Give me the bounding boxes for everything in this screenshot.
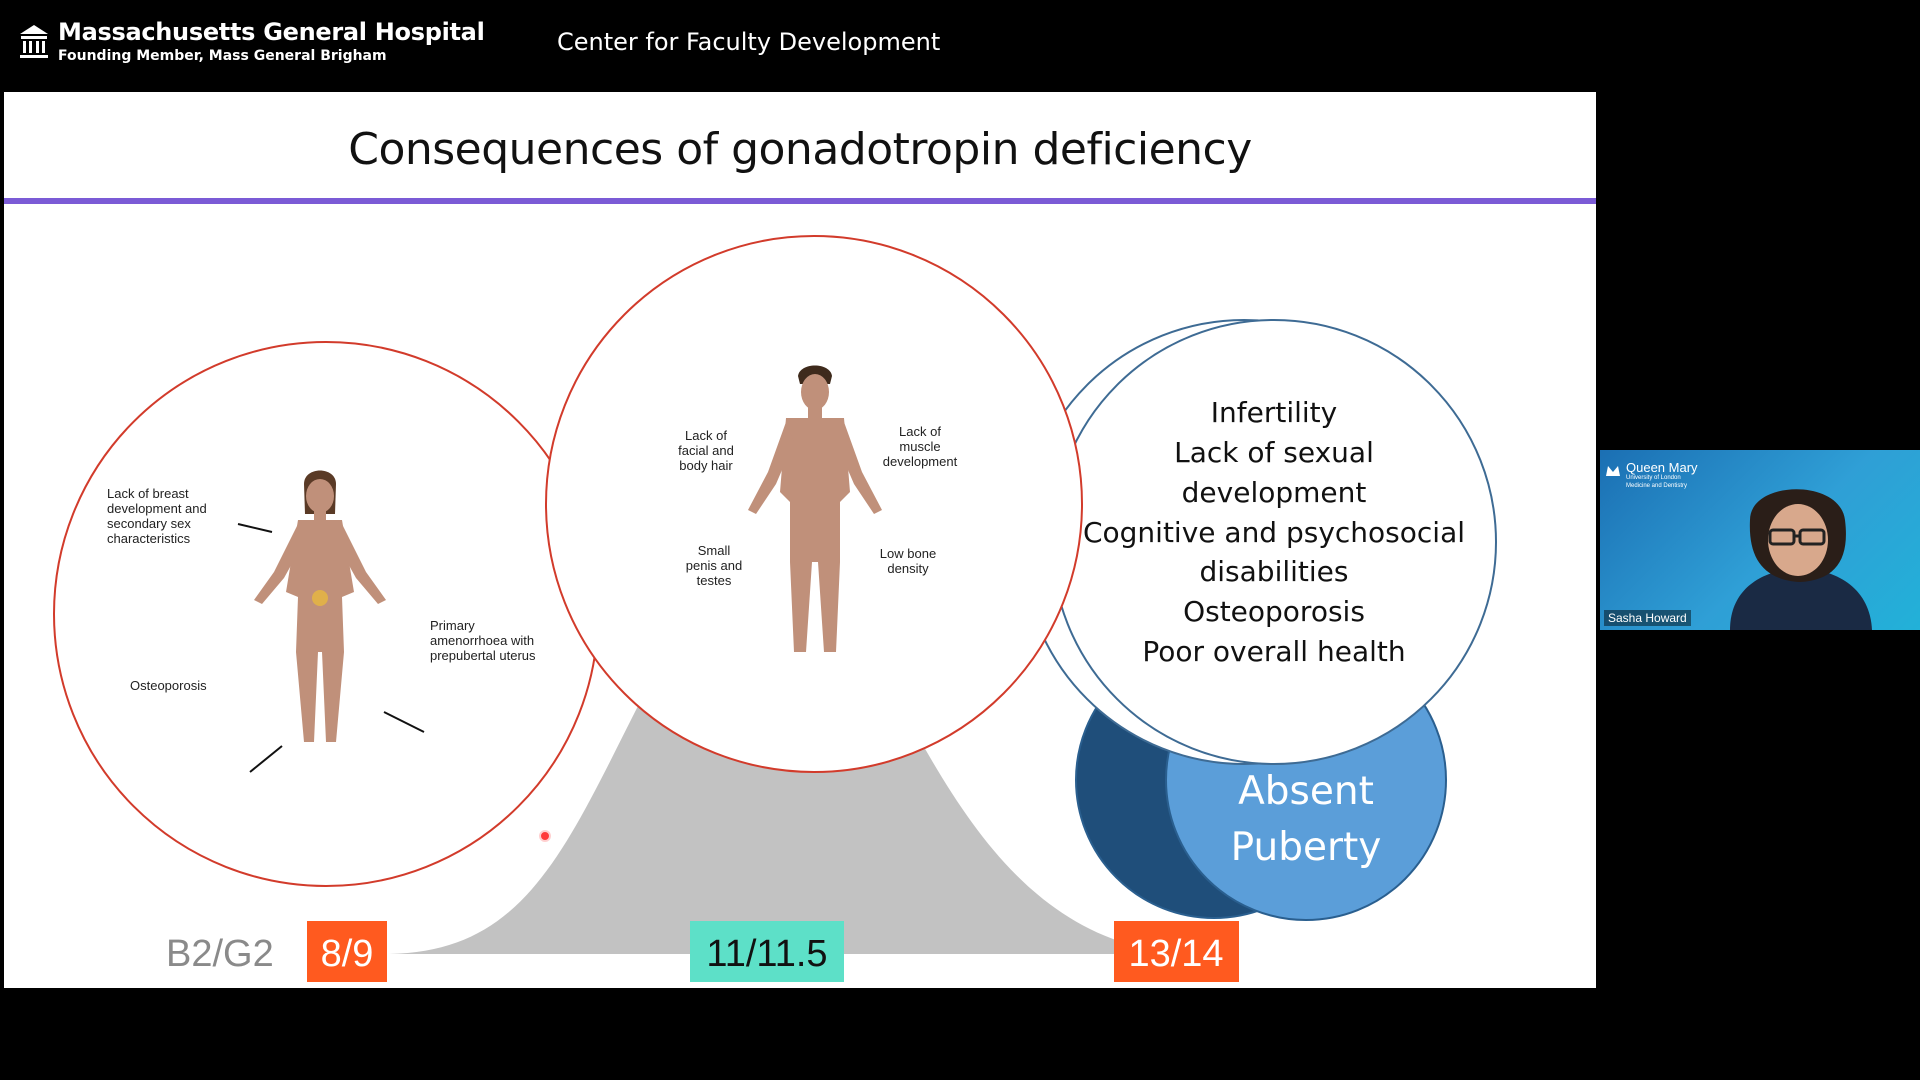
speaker-video-tile[interactable]: Queen Mary University of London Medicine… xyxy=(1600,450,1920,630)
slide-title: Consequences of gonadotropin deficiency xyxy=(348,124,1252,175)
male-label-hair-1: Lack of xyxy=(685,428,727,443)
speaker-portrait xyxy=(1606,466,1872,630)
mgh-logo-icon xyxy=(20,25,48,58)
female-label-breast-3: secondary sex xyxy=(107,516,191,531)
female-label-amenorrhoea-1: Primary xyxy=(430,618,475,633)
female-figure-icon xyxy=(254,470,386,742)
puberty-diagram: Absent Puberty Infertility Lack of sexua… xyxy=(53,235,1497,982)
male-label-bone-2: density xyxy=(887,561,929,576)
center-name: Center for Faculty Development xyxy=(557,28,941,56)
age-typical: 11/11.5 xyxy=(706,933,827,975)
absent-puberty-line-2: Puberty xyxy=(1231,825,1382,870)
consequence-6: Osteoporosis xyxy=(1183,595,1365,628)
puberty-timing-curve xyxy=(389,704,1179,954)
institution-sub-1: University of London xyxy=(1626,475,1681,481)
consequence-7: Poor overall health xyxy=(1142,635,1405,668)
female-label-amenorrhoea-3: prepubertal uterus xyxy=(430,648,536,663)
female-label-amenorrhoea-2: amenorrhoea with xyxy=(430,633,534,648)
axis-label: B2/G2 xyxy=(166,933,274,975)
absent-puberty-line-1: Absent xyxy=(1238,769,1374,814)
female-label-breast-1: Lack of breast xyxy=(107,486,189,501)
speaker-name: Sasha Howard xyxy=(1604,610,1691,626)
age-box-typical xyxy=(690,921,844,982)
male-figure-icon xyxy=(748,365,882,652)
male-label-muscle-1: Lack of xyxy=(899,424,941,439)
consequence-2: Lack of sexual xyxy=(1174,436,1374,469)
male-label-hair-2: facial and xyxy=(678,443,734,458)
female-label-breast-4: characteristics xyxy=(107,531,191,546)
institution-sub-2: Medicine and Dentistry xyxy=(1626,483,1688,489)
laser-pointer xyxy=(539,830,551,842)
age-early: 8/9 xyxy=(321,933,374,975)
consequence-1: Infertility xyxy=(1211,396,1337,429)
consequence-3: development xyxy=(1182,476,1367,509)
institution-name: Queen Mary xyxy=(1626,460,1698,475)
presentation-slide: Consequences of gonadotropin deficiency … xyxy=(4,92,1596,988)
male-label-bone-1: Low bone xyxy=(880,546,936,561)
title-rule xyxy=(4,198,1596,204)
male-label-muscle-3: development xyxy=(883,454,958,469)
consequence-5: disabilities xyxy=(1200,555,1349,588)
org-tagline: Founding Member, Mass General Brigham xyxy=(58,48,387,64)
consequence-4: Cognitive and psychosocial xyxy=(1083,516,1465,549)
org-name: Massachusetts General Hospital xyxy=(58,18,485,46)
male-label-hair-3: body hair xyxy=(679,458,733,473)
female-label-breast-2: development and xyxy=(107,501,207,516)
male-label-penis-1: Small xyxy=(698,543,731,558)
male-label-penis-2: penis and xyxy=(686,558,742,573)
male-label-muscle-2: muscle xyxy=(899,439,940,454)
age-box-early xyxy=(307,921,387,982)
age-box-late xyxy=(1114,921,1239,982)
female-label-osteoporosis: Osteoporosis xyxy=(130,678,207,693)
age-late: 13/14 xyxy=(1128,933,1223,975)
male-label-penis-3: testes xyxy=(697,573,732,588)
